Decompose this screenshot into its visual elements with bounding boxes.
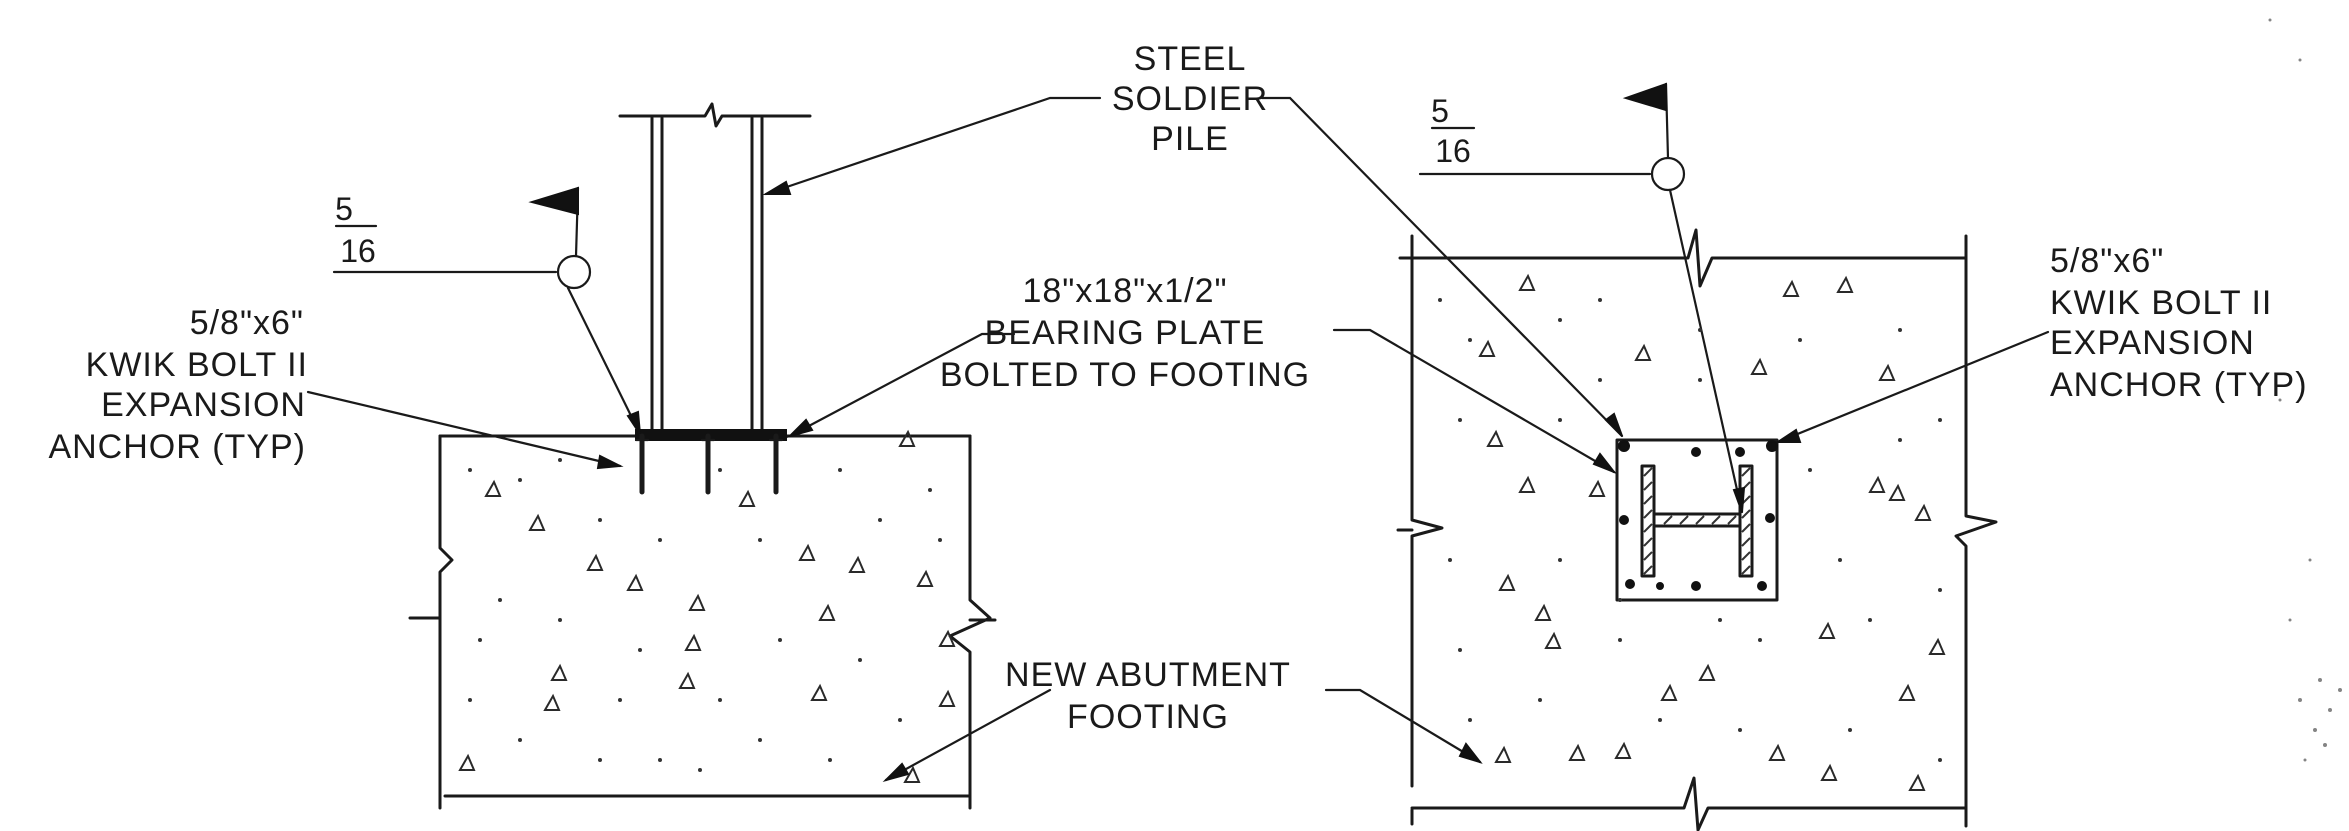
right-plate-anchor-bolts — [1618, 440, 1778, 591]
left-weld-all-around-circle — [556, 254, 592, 290]
left-footing-right-edge — [948, 434, 992, 810]
left-anchor-callout: 5/8"x6" KWIK BOLT II EXPANSION ANCHOR (T… — [48, 304, 624, 470]
left-weld-numerator: 5 — [335, 191, 353, 227]
left-anchor-bolts — [634, 433, 784, 495]
steel-soldier-pile-label-line-1: STEEL — [1134, 40, 1247, 78]
steel-soldier-pile-label-line-3: PILE — [1151, 120, 1229, 158]
steel-soldier-pile-callout: STEEL SOLDIER PILE — [762, 40, 1624, 438]
abutment-footing-callout: NEW ABUTMENT FOOTING — [882, 656, 1483, 782]
right-bearing-plate — [1615, 438, 1779, 602]
left-weld-flag-icon — [528, 186, 579, 216]
right-weld-all-around-circle — [1650, 156, 1686, 192]
right-weld-denominator: 16 — [1435, 133, 1471, 169]
left-anchor-label-line-4: ANCHOR (TYP) — [48, 428, 306, 466]
right-weld-flag-icon — [1622, 82, 1667, 112]
right-anchor-label-line-4: ANCHOR (TYP) — [2050, 366, 2308, 404]
left-anchor-label-line-1: 5/8"x6" — [190, 304, 304, 342]
abutment-label-line-2: FOOTING — [1067, 698, 1229, 736]
right-footing-top-edge — [1398, 228, 1968, 288]
bearing-plate-callout: 18"x18"x1/2" BEARING PLATE BOLTED TO FOO… — [786, 272, 1618, 475]
bearing-plate-label-line-2: BEARING PLATE — [985, 314, 1266, 352]
abutment-label-line-1: NEW ABUTMENT — [1005, 656, 1291, 694]
left-elevation-view: 5 16 5/8"x6" KWIK BOLT II EXPANSION ANCH… — [48, 102, 997, 810]
right-plan-view: 5 16 5/8"x6" KWIK BOLT II EXPANSION ANCH… — [1396, 82, 2308, 831]
left-bearing-plate — [635, 429, 787, 441]
right-concrete-texture — [1438, 273, 1946, 791]
left-soldier-pile — [618, 102, 812, 441]
left-anchor-label-line-3: EXPANSION — [101, 386, 306, 424]
right-footing-outline — [1410, 234, 1444, 826]
right-weld-numerator: 5 — [1431, 93, 1449, 129]
right-anchor-callout: 5/8"x6" KWIK BOLT II EXPANSION ANCHOR (T… — [1774, 242, 2308, 444]
right-anchor-label-line-2: KWIK BOLT II — [2050, 284, 2272, 322]
left-anchor-label-line-2: KWIK BOLT II — [86, 346, 308, 384]
right-anchor-label-line-1: 5/8"x6" — [2050, 242, 2164, 280]
right-weld-symbol: 5 16 — [1418, 82, 1746, 514]
steel-soldier-pile-label-line-2: SOLDIER — [1112, 80, 1268, 118]
right-h-pile-section — [1640, 464, 1754, 578]
scan-noise — [2268, 18, 2342, 762]
left-concrete-texture — [458, 429, 956, 783]
left-weld-denominator: 16 — [340, 233, 376, 269]
right-anchor-label-line-3: EXPANSION — [2050, 324, 2255, 362]
left-weld-symbol: 5 16 — [332, 186, 642, 436]
left-footing-outline — [438, 434, 454, 810]
bearing-plate-label-line-1: 18"x18"x1/2" — [1022, 272, 1227, 310]
bearing-plate-label-line-3: BOLTED TO FOOTING — [940, 356, 1310, 394]
right-footing-right-edge — [1954, 234, 1998, 828]
right-footing-bottom-edge — [1410, 776, 1968, 831]
